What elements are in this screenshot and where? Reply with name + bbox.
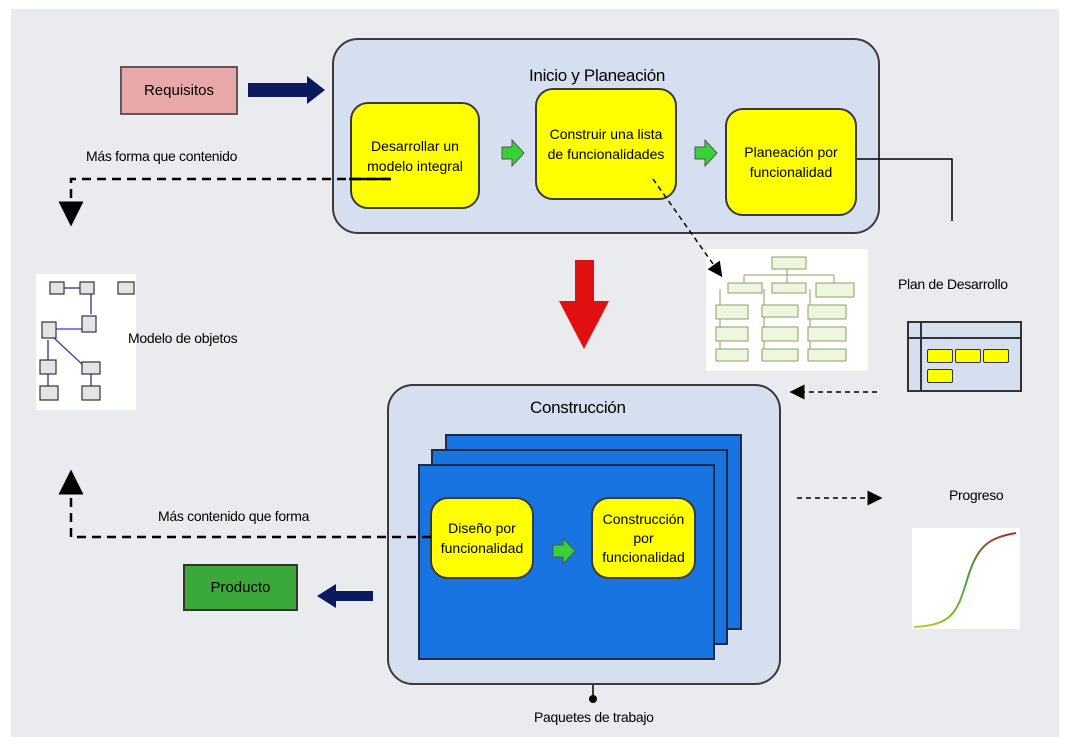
step-construccion-label: Construcción por funcionalidad bbox=[602, 510, 685, 565]
step-construccion-func: Construcción por funcionalidad bbox=[591, 497, 696, 579]
requisitos-label: Requisitos bbox=[143, 82, 215, 99]
dashed-to-modelo-objetos bbox=[58, 177, 391, 227]
step-planeacion-label: Planeación por funcionalidad bbox=[744, 144, 838, 180]
step-planeacion: Planeación por funcionalidad bbox=[725, 108, 857, 216]
feature-tree-diagram bbox=[715, 256, 855, 362]
dashed-mas-contenido bbox=[58, 469, 431, 539]
paquetes-label: Paquetes de trabajo bbox=[534, 709, 654, 725]
connectors-layer bbox=[58, 76, 953, 703]
step-diseno: Diseño por funcionalidad bbox=[430, 497, 534, 579]
progreso-label: Progreso bbox=[949, 487, 1004, 503]
red-arrow-down bbox=[559, 260, 609, 349]
plan-desarrollo-label: Plan de Desarrollo bbox=[898, 276, 1008, 292]
green-arrow-1 bbox=[501, 138, 525, 168]
plan-board-icon bbox=[907, 321, 1022, 392]
modelo-objetos-label: Modelo de objetos bbox=[128, 330, 238, 346]
mas-forma-label: Más forma que contenido bbox=[86, 148, 238, 164]
mas-contenido-label: Más contenido que forma bbox=[158, 508, 310, 524]
object-model-diagram bbox=[39, 281, 135, 401]
step-desarrollar-modelo: Desarrollar un modelo integral bbox=[350, 102, 480, 209]
progress-s-curve bbox=[913, 532, 1017, 628]
requisitos-box: Requisitos bbox=[120, 66, 238, 115]
step-construir-lista: Construir una lista de funcionalidades bbox=[535, 88, 677, 200]
producto-box: Producto bbox=[183, 564, 298, 611]
dashed-to-feature-list bbox=[652, 178, 723, 278]
arrow-to-producto bbox=[317, 584, 373, 608]
object-model-thumbnail bbox=[36, 274, 136, 410]
line-to-plan-desarrollo bbox=[857, 158, 953, 221]
feature-list-thumbnail bbox=[706, 249, 868, 371]
progress-curve-thumbnail bbox=[912, 528, 1020, 629]
producto-label: Producto bbox=[210, 579, 271, 596]
construccion-title: Construcción bbox=[530, 398, 626, 417]
diagram-canvas: Requisitos Inicio y Planeación Desarroll… bbox=[11, 9, 1059, 737]
green-arrow-2 bbox=[694, 138, 718, 168]
inicio-title: Inicio y Planeación bbox=[529, 66, 666, 85]
arrow-requisitos-to-inicio bbox=[248, 76, 325, 104]
paquetes-dot bbox=[589, 695, 597, 703]
step-diseno-label: Diseño por funcionalidad bbox=[440, 520, 524, 556]
step-desarrollar-label: Desarrollar un modelo integral bbox=[367, 137, 463, 174]
step-construir-label: Construir una lista de funcionalidades bbox=[547, 126, 665, 162]
green-arrow-3 bbox=[552, 536, 576, 566]
